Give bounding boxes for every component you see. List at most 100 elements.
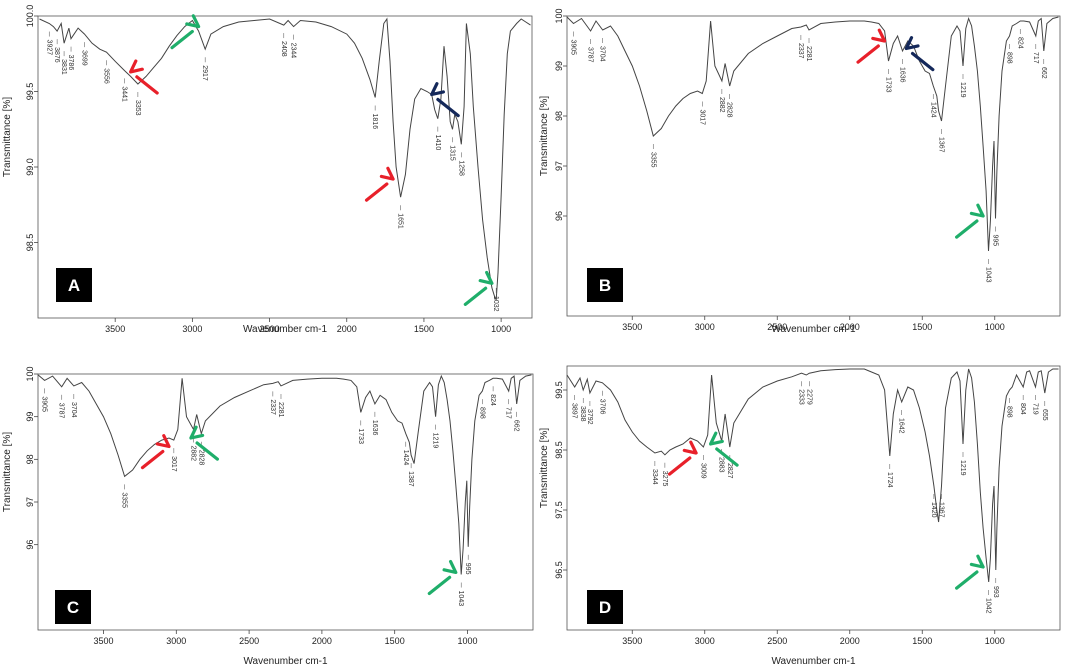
red-arrow-head (155, 434, 171, 449)
x-tick-label: 3500 (622, 636, 642, 646)
green-arrow-shaft (955, 219, 979, 239)
y-tick-label: 99 (25, 412, 35, 422)
x-tick-label: 1000 (985, 636, 1005, 646)
peak-label: 1367 (938, 137, 945, 153)
peak-label: 655 (1041, 409, 1048, 421)
peak-label: 2344 (290, 43, 297, 59)
panel-label-box (587, 268, 623, 302)
x-axis-title: Wavenumber cm-1 (243, 324, 328, 335)
navy-arrow-head (904, 36, 920, 51)
peak-label: 3905 (41, 396, 48, 412)
x-tick-label: 1000 (457, 636, 477, 646)
x-axis-title: Wavenumber cm-1 (771, 656, 856, 667)
peak-label: 3897 (571, 403, 578, 419)
peak-label: 898 (478, 407, 485, 419)
green-arrow-shaft (195, 441, 219, 461)
red-arrow-head (682, 440, 698, 455)
x-axis-title: Wavenumber cm-1 (243, 656, 328, 667)
y-tick-label: 100 (25, 366, 35, 381)
peak-label: 1258 (457, 160, 464, 176)
peak-label: 2333 (797, 389, 804, 405)
y-tick-label: 98 (554, 111, 564, 121)
panel-label: B (599, 276, 611, 295)
green-arrow-head (478, 270, 494, 285)
x-tick-label: 2500 (239, 636, 259, 646)
peak-label: 1420 (930, 502, 937, 518)
y-tick-label: 99 (554, 61, 564, 71)
spectrum-line (37, 374, 532, 575)
red-arrow-head (871, 28, 887, 43)
peak-label: 824 (1016, 37, 1023, 49)
peak-label: 1424 (402, 450, 409, 466)
peak-label: 1032 (492, 296, 499, 312)
peak-label: 1219 (432, 433, 439, 449)
green-arrow-head (969, 554, 985, 569)
y-axis-title: Transmittance [%] (2, 432, 13, 512)
x-tick-label: 2500 (767, 636, 787, 646)
peak-label: 2337 (797, 43, 804, 59)
peak-label: 2882 (718, 97, 725, 113)
peak-label: 1219 (959, 82, 966, 98)
plot-frame (566, 365, 1061, 631)
peak-label: 824 (489, 394, 496, 406)
peak-label: 2337 (269, 399, 276, 415)
peak-label: 995 (464, 563, 471, 575)
x-tick-label: 2000 (337, 324, 357, 334)
y-tick-label: 99.0 (25, 158, 35, 176)
peak-label: 993 (992, 586, 999, 598)
peak-label: 2281 (277, 402, 284, 418)
x-axis-title: Wavenumber cm-1 (771, 324, 856, 335)
y-tick-label: 96 (554, 211, 564, 221)
peak-label: 804 (1019, 403, 1026, 415)
peak-label: 1042 (985, 598, 992, 614)
y-tick-label: 98.5 (554, 441, 564, 459)
peak-label: 1733 (884, 77, 891, 93)
y-tick-label: 96 (25, 540, 35, 550)
x-tick-label: 1500 (414, 324, 434, 334)
peak-label: 1043 (457, 591, 464, 607)
peak-label: 3787 (587, 47, 594, 63)
peak-label: 662 (513, 420, 520, 432)
spectrum-line (566, 368, 1059, 583)
panel-label-box (587, 590, 623, 624)
peak-label: 1816 (371, 114, 378, 130)
peak-label: 1733 (357, 428, 364, 444)
peak-label: 1424 (929, 102, 936, 118)
peak-label: 3355 (649, 152, 656, 168)
x-tick-label: 3000 (166, 636, 186, 646)
x-tick-label: 1500 (912, 322, 932, 332)
green-arrow-shaft (170, 29, 194, 50)
navy-arrow-shaft (436, 97, 460, 118)
x-tick-label: 2500 (767, 322, 787, 332)
y-tick-label: 97.5 (554, 501, 564, 519)
x-tick-label: 3000 (182, 324, 202, 334)
peak-label: 3556 (103, 68, 110, 84)
green-arrow-shaft (463, 286, 488, 306)
y-axis-title: Transmittance [%] (2, 97, 13, 177)
peak-label: 1642 (898, 418, 905, 434)
peak-label: 1315 (448, 145, 455, 161)
peak-label: 1636 (371, 420, 378, 436)
green-arrow-head (969, 203, 985, 218)
peak-label: 2281 (805, 46, 812, 62)
x-tick-label: 3500 (622, 322, 642, 332)
x-tick-label: 1000 (985, 322, 1005, 332)
peak-label: 3704 (70, 402, 77, 418)
y-tick-label: 96.5 (554, 561, 564, 579)
peak-label: 1387 (407, 471, 414, 487)
red-arrow-head (129, 59, 144, 74)
peak-label: 717 (505, 407, 512, 419)
x-tick-label: 2000 (840, 636, 860, 646)
spectrum-line (39, 17, 531, 301)
x-tick-label: 3500 (105, 324, 125, 334)
peak-label: 3009 (699, 463, 706, 479)
peak-label: 3876 (53, 47, 60, 63)
peak-label: 719 (1031, 403, 1038, 415)
peak-label: 2408 (280, 41, 287, 57)
peak-label: 3792 (586, 409, 593, 425)
peak-label: 3927 (45, 40, 52, 56)
peak-label: 3355 (121, 492, 128, 508)
